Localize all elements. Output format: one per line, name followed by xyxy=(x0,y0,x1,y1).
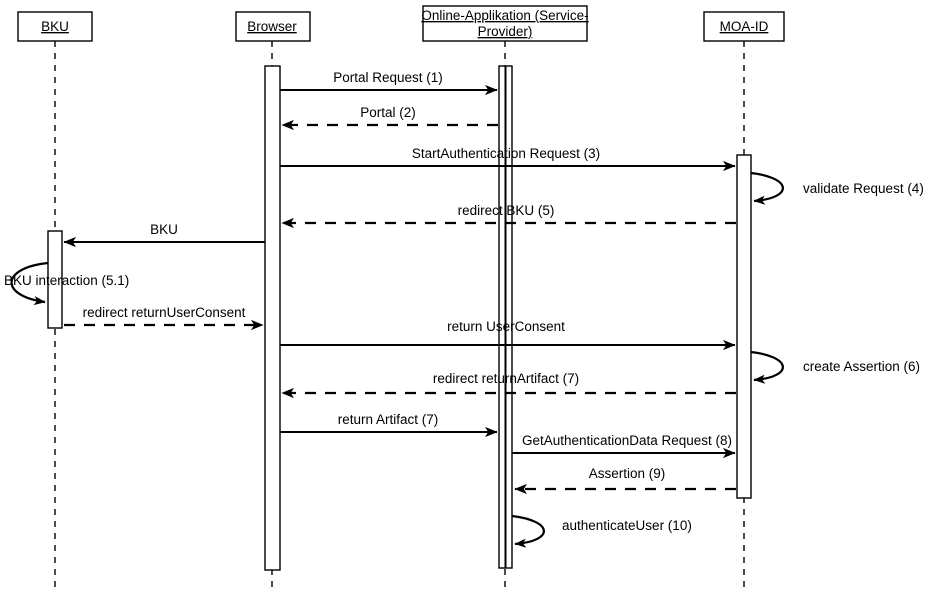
self-message-loop xyxy=(750,171,784,205)
self-message-loop xyxy=(750,350,784,384)
message-redirect-returnuserconsent[interactable]: redirect returnUserConsent xyxy=(64,305,264,331)
message-return-userconsent[interactable]: return UserConsent xyxy=(280,319,736,351)
message-label: return UserConsent xyxy=(447,319,565,334)
message-label: StartAuthentication Request (3) xyxy=(412,146,600,161)
activation-bar-moaid xyxy=(736,154,752,499)
self-message-authenticateuser[interactable]: authenticateUser (10) xyxy=(511,514,692,548)
message-label: return Artifact (7) xyxy=(338,412,439,427)
lifeline-label-bku: BKU xyxy=(41,19,69,34)
message-label: Portal (2) xyxy=(360,105,416,120)
message-redirect-bku[interactable]: redirect BKU (5) xyxy=(281,203,736,229)
lifeline-label-oa-line1: Online-Applikation (Service- xyxy=(421,8,588,23)
message-label: Portal Request (1) xyxy=(333,70,443,85)
message-label: redirect returnUserConsent xyxy=(83,305,246,320)
lifeline-box-oa[interactable] xyxy=(422,5,588,42)
message-label: redirect returnArtifact (7) xyxy=(433,371,579,386)
message-bku[interactable]: BKU xyxy=(63,222,265,248)
activation-bars xyxy=(47,65,752,571)
lifeline-box-moaid[interactable] xyxy=(703,11,785,42)
message-label: Assertion (9) xyxy=(589,466,666,481)
message-portal[interactable]: Portal (2) xyxy=(281,105,498,131)
message-label: GetAuthenticationData Request (8) xyxy=(522,433,732,448)
self-message-label: validate Request (4) xyxy=(803,181,924,196)
lifeline-label-oa-line2: Provider) xyxy=(478,24,533,39)
message-startauthentication-request[interactable]: StartAuthentication Request (3) xyxy=(280,146,736,172)
message-label: BKU xyxy=(150,222,178,237)
self-message-bku-interaction[interactable]: BKU interaction (5.1) xyxy=(4,261,129,306)
lifeline-box-browser[interactable] xyxy=(235,11,311,42)
lifeline-label-moaid: MOA-ID xyxy=(720,19,769,34)
message-return-artifact[interactable]: return Artifact (7) xyxy=(280,412,498,438)
message-getauthenticationdata-request[interactable]: GetAuthenticationData Request (8) xyxy=(512,433,736,459)
message-portal-request[interactable]: Portal Request (1) xyxy=(280,70,498,96)
message-redirect-returnartifact[interactable]: redirect returnArtifact (7) xyxy=(281,371,736,399)
self-message-label: authenticateUser (10) xyxy=(562,518,692,533)
self-message-loop xyxy=(10,261,49,306)
lifeline-headers: BKU Browser Online-Applikation (Service-… xyxy=(17,5,785,42)
self-message-label: BKU interaction (5.1) xyxy=(4,273,129,288)
activation-bar-bku xyxy=(47,230,63,329)
self-message-validate-request[interactable]: validate Request (4) xyxy=(750,171,924,205)
message-label: redirect BKU (5) xyxy=(458,203,555,218)
self-message-create-assertion[interactable]: create Assertion (6) xyxy=(750,350,920,384)
message-assertion[interactable]: Assertion (9) xyxy=(514,466,736,495)
lifeline-box-bku[interactable] xyxy=(17,11,93,42)
activation-bar-browser xyxy=(264,65,281,571)
self-message-label: create Assertion (6) xyxy=(803,359,920,374)
lifeline-label-browser: Browser xyxy=(247,19,297,34)
self-message-loop xyxy=(511,514,545,548)
